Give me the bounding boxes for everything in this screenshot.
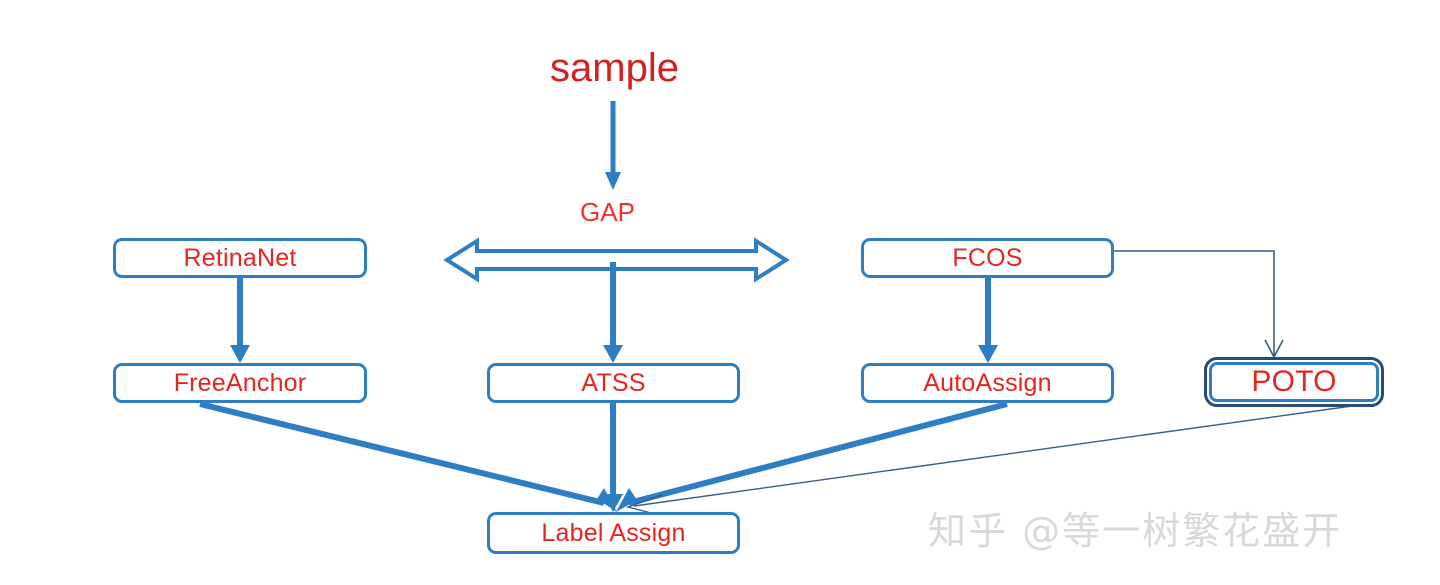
node-fcos[interactable]: FCOS — [861, 238, 1114, 278]
gap-label: GAP — [580, 197, 635, 227]
node-atss[interactable]: ATSS — [487, 363, 740, 403]
edge-poto-to-labelassign — [625, 405, 1353, 515]
watermark-text: 知乎 @等一树繁花盛开 — [928, 509, 1343, 553]
edge-gap-double-arrow — [443, 237, 790, 283]
edge-retinanet-to-freeanchor — [230, 278, 250, 363]
node-freeanchor[interactable]: FreeAnchor — [113, 363, 367, 403]
node-retinanet[interactable]: RetinaNet — [113, 238, 367, 278]
edge-fcos-to-poto — [1114, 250, 1284, 359]
edge-freeanchor-to-labelassign — [199, 401, 617, 512]
node-poto[interactable]: POTO — [1204, 357, 1384, 407]
edge-gap-to-atss — [603, 262, 623, 363]
edge-sample-to-gap — [605, 101, 621, 190]
node-label-assign[interactable]: Label Assign — [487, 512, 740, 554]
node-autoassign[interactable]: AutoAssign — [861, 363, 1114, 403]
sample-label: sample — [550, 46, 679, 90]
edge-atss-to-labelassign — [603, 403, 623, 512]
edge-autoassign-to-labelassign — [616, 401, 1008, 512]
edge-fcos-to-autoassign — [978, 278, 998, 363]
